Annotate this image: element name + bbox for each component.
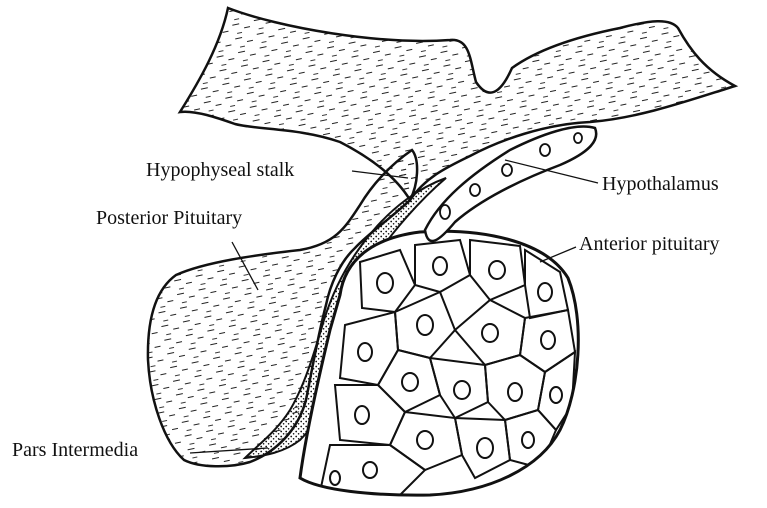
label-hypothalamus: Hypothalamus <box>602 174 719 194</box>
label-hypophyseal-stalk: Hypophyseal stalk <box>146 160 294 180</box>
label-pars-intermedia: Pars Intermedia <box>12 440 138 460</box>
label-posterior-pituitary: Posterior Pituitary <box>96 208 242 228</box>
label-anterior-pituitary: Anterior pituitary <box>579 234 720 254</box>
